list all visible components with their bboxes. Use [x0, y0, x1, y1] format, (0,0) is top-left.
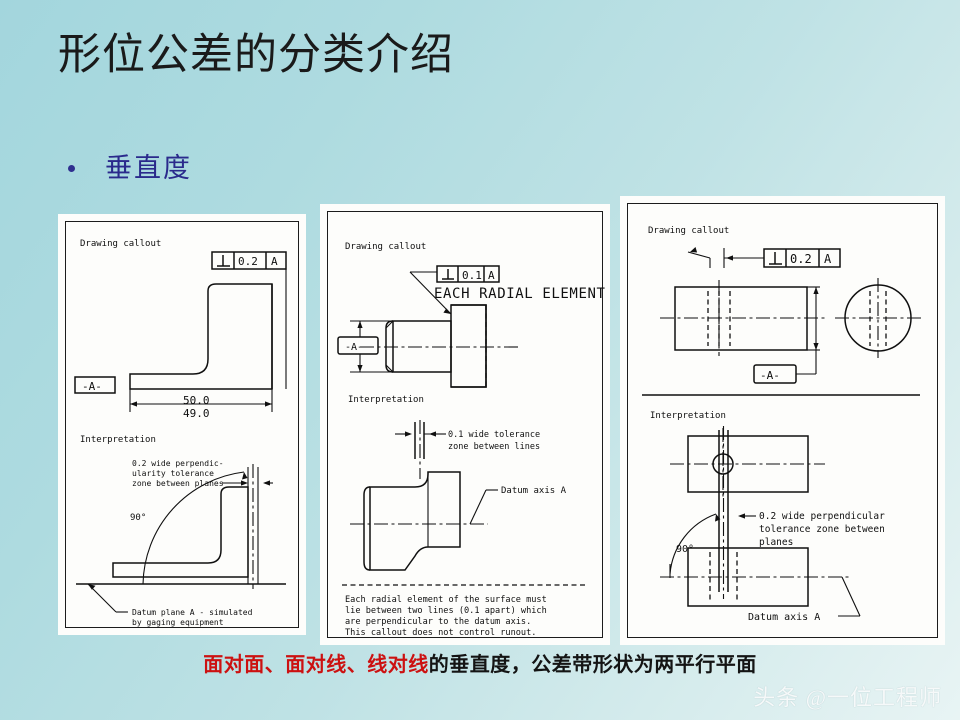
page-title: 形位公差的分类介绍 [58, 32, 454, 79]
figure-border [65, 221, 299, 628]
tolerance-note-line-2a: 0.1 wide tolerance [448, 430, 540, 440]
feature-control-frame-3: 0.2 A [763, 248, 841, 268]
bullet-item-perpendicularity: 垂直度 [68, 152, 192, 184]
datum-feature-symbol-1: -A- [74, 376, 116, 394]
bullet-item-label: 垂直度 [105, 153, 192, 183]
dimension-lower-1: 49.0 [183, 407, 210, 420]
figure-border [327, 211, 603, 638]
footer-note-line-2d: This callout does not control runout. [345, 628, 536, 638]
tolerance-note-line-3a: 0.2 wide perpendicular [759, 511, 885, 522]
datum-note-2: Datum axis A [501, 486, 567, 496]
datum-label-1: -A- [82, 380, 102, 393]
figure-drawing-3: Drawing callout 0.2 A [642, 226, 921, 623]
tolerance-value-2: 0.1 [462, 269, 482, 282]
datum-label-2: -A- [345, 342, 363, 353]
datum-feature-symbol-3: -A- [753, 364, 797, 384]
part-side-view-3 [835, 278, 921, 358]
datum-ref-3: A [824, 252, 832, 266]
interpretation-heading-2: Interpretation [348, 395, 424, 405]
tolerance-value-3: 0.2 [790, 252, 812, 266]
datum-ref-2: A [488, 269, 495, 282]
tolerance-note-line-2b: zone between lines [448, 442, 540, 452]
drawing-callout-heading-2: Drawing callout [345, 242, 426, 252]
figure-drawing-2: Drawing callout 0.1 A EACH RADIAL ELEMEN… [337, 242, 606, 638]
figure-panel-each-radial-element: Drawing callout 0.1 A EACH RADIAL ELEMEN… [320, 204, 610, 645]
feature-control-frame-1: 0.2 A [211, 251, 287, 270]
datum-label-3: -A- [760, 369, 780, 382]
modifier-note-2: EACH RADIAL ELEMENT [434, 286, 606, 302]
drawing-callout-heading-1: Drawing callout [80, 239, 161, 249]
footer-note-line-2a: Each radial element of the surface must [345, 595, 547, 605]
watermark: 头条 @一位工程师 [753, 685, 942, 710]
figure-panel-surface-to-surface: Drawing callout 0.2 A -A- [58, 214, 306, 635]
figure-border [627, 203, 938, 638]
part-interp-upper-3 [670, 428, 825, 498]
slide-caption: 面对面、面对线、线对线的垂直度，公差带形状为两平行平面 [0, 652, 960, 678]
part-outline-2 [385, 304, 487, 388]
part-outline-interpretation-2 [363, 471, 461, 571]
datum-note-3: Datum axis A [748, 612, 820, 623]
interpretation-heading-3: Interpretation [650, 411, 726, 421]
bullet-dot-icon [68, 164, 75, 172]
tolerance-note-line-3c: planes [759, 537, 793, 548]
angle-label-1: 90° [130, 513, 146, 523]
part-interp-lower-3 [660, 547, 850, 607]
part-front-view-3 [660, 280, 825, 356]
figure-panel-axis-to-axis: Drawing callout 0.2 A [620, 196, 945, 645]
tolerance-note-line-1b: ularity tolerance [132, 469, 214, 478]
datum-ref-1: A [271, 255, 278, 268]
footer-note-line-2b: lie between two lines (0.1 apart) which [345, 606, 547, 616]
datum-note-line-1b: by gaging equipment [132, 618, 224, 627]
tolerance-value-1: 0.2 [238, 255, 258, 268]
datum-feature-symbol-2: -A- [337, 336, 379, 355]
tolerance-note-line-1a: 0.2 wide perpendic- [132, 459, 224, 468]
dimension-upper-1: 50.0 [183, 394, 210, 407]
caption-highlight: 面对面、面对线、线对线 [203, 654, 429, 676]
figure-drawing-1: Drawing callout 0.2 A -A- [74, 239, 287, 627]
angle-label-3: 90° [676, 544, 694, 555]
drawing-callout-heading-3: Drawing callout [648, 226, 729, 236]
datum-note-line-1a: Datum plane A - simulated [132, 608, 253, 617]
tolerance-note-line-1c: zone between planes [132, 479, 224, 488]
tolerance-note-line-3b: tolerance zone between [759, 524, 885, 535]
footer-note-line-2c: are perpendicular to the datum axis. [345, 617, 531, 627]
interpretation-heading-1: Interpretation [80, 435, 156, 445]
feature-control-frame-2: 0.1 A [436, 265, 500, 283]
caption-rest: 的垂直度，公差带形状为两平行平面 [428, 654, 757, 676]
